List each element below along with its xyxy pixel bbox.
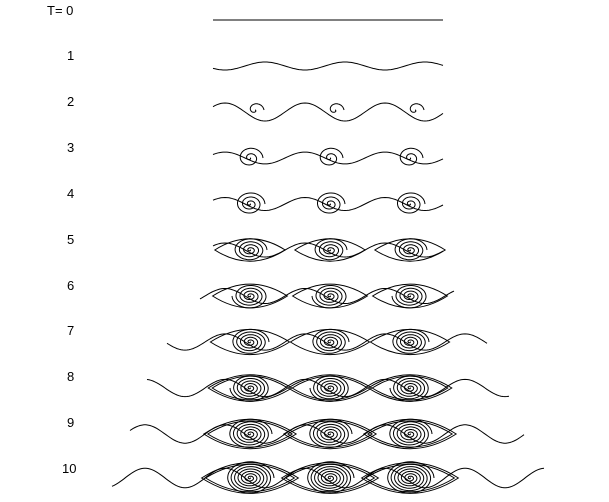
spiral-row-8-2 bbox=[389, 375, 429, 402]
eye-outline-row-5-0 bbox=[213, 238, 287, 262]
time-label-9: 9 bbox=[67, 415, 75, 430]
sheet-row-4 bbox=[212, 196, 444, 212]
spiral-row-2-1 bbox=[329, 103, 345, 113]
spiral-row-9-0 bbox=[229, 418, 273, 449]
spiral-row-2-2 bbox=[409, 103, 425, 113]
eye-inner-row-10-1 bbox=[284, 463, 376, 493]
spiral-row-6-1 bbox=[311, 285, 347, 309]
eye-outline-row-7-2 bbox=[369, 328, 451, 356]
eye-outline-row-6-2 bbox=[371, 283, 449, 309]
spiral-row-3-0 bbox=[239, 147, 264, 166]
eye-outline-row-5-2 bbox=[373, 238, 447, 262]
spiral-row-7-1 bbox=[312, 328, 350, 354]
spiral-row-4-1 bbox=[317, 192, 346, 214]
spiral-row-6-0 bbox=[231, 285, 267, 309]
spiral-row-7-0 bbox=[232, 328, 270, 354]
eye-outline-row-9-2 bbox=[362, 418, 458, 450]
spiral-row-8-1 bbox=[309, 375, 349, 402]
spiral-row-7-2 bbox=[392, 328, 430, 354]
sheet-row-6 bbox=[199, 288, 455, 304]
spiral-row-4-0 bbox=[237, 192, 266, 214]
eye-outline-row-5-1 bbox=[293, 238, 367, 262]
time-label-10: 10 bbox=[62, 461, 77, 476]
sheet-row-9 bbox=[129, 424, 525, 444]
time-label-7: 7 bbox=[67, 323, 75, 338]
spiral-row-10-2 bbox=[387, 461, 435, 494]
eye-inner-row-9-2 bbox=[366, 420, 454, 448]
time-label-5: 5 bbox=[67, 232, 75, 247]
time-label-0: T= 0 bbox=[47, 3, 74, 18]
time-label-1: 1 bbox=[67, 48, 75, 63]
sheet-row-1 bbox=[212, 61, 444, 71]
eye-outline-row-10-0 bbox=[200, 462, 300, 494]
eye-outline-row-10-2 bbox=[360, 462, 460, 494]
spiral-row-5-0 bbox=[234, 238, 268, 261]
eye-outline-row-9-0 bbox=[202, 418, 298, 450]
spiral-row-9-2 bbox=[389, 418, 433, 449]
time-label-2: 2 bbox=[67, 94, 75, 109]
time-label-8: 8 bbox=[67, 369, 75, 384]
eye-inner-row-9-0 bbox=[206, 420, 294, 448]
eye-outline-row-9-1 bbox=[282, 418, 378, 450]
sheet-row-7 bbox=[166, 333, 488, 351]
spiral-row-10-1 bbox=[307, 461, 355, 494]
eye-inner-row-10-2 bbox=[364, 463, 456, 493]
time-label-4: 4 bbox=[67, 186, 75, 201]
spiral-row-2-0 bbox=[249, 103, 265, 113]
eye-outline-row-6-0 bbox=[211, 283, 289, 309]
time-label-3: 3 bbox=[67, 140, 75, 155]
sheet-row-2 bbox=[212, 102, 444, 122]
eye-inner-row-9-1 bbox=[286, 420, 374, 448]
sheet-row-10 bbox=[111, 467, 545, 489]
eye-outline-row-10-1 bbox=[280, 462, 380, 494]
spiral-row-8-0 bbox=[229, 375, 269, 402]
spiral-row-3-2 bbox=[399, 147, 424, 166]
eye-inner-row-8-2 bbox=[371, 375, 449, 401]
spiral-row-10-0 bbox=[227, 461, 275, 494]
eye-outline-row-8-2 bbox=[367, 374, 453, 402]
spiral-row-3-1 bbox=[319, 147, 344, 166]
time-label-6: 6 bbox=[67, 278, 75, 293]
spiral-row-6-2 bbox=[391, 285, 427, 309]
eye-outline-row-6-1 bbox=[291, 283, 369, 309]
spiral-row-4-2 bbox=[397, 192, 426, 214]
spiral-row-5-2 bbox=[394, 238, 428, 261]
eye-inner-row-10-0 bbox=[204, 463, 296, 493]
time-prefix: T= bbox=[47, 3, 67, 18]
spiral-row-9-1 bbox=[309, 418, 353, 449]
spiral-row-5-1 bbox=[314, 238, 348, 261]
